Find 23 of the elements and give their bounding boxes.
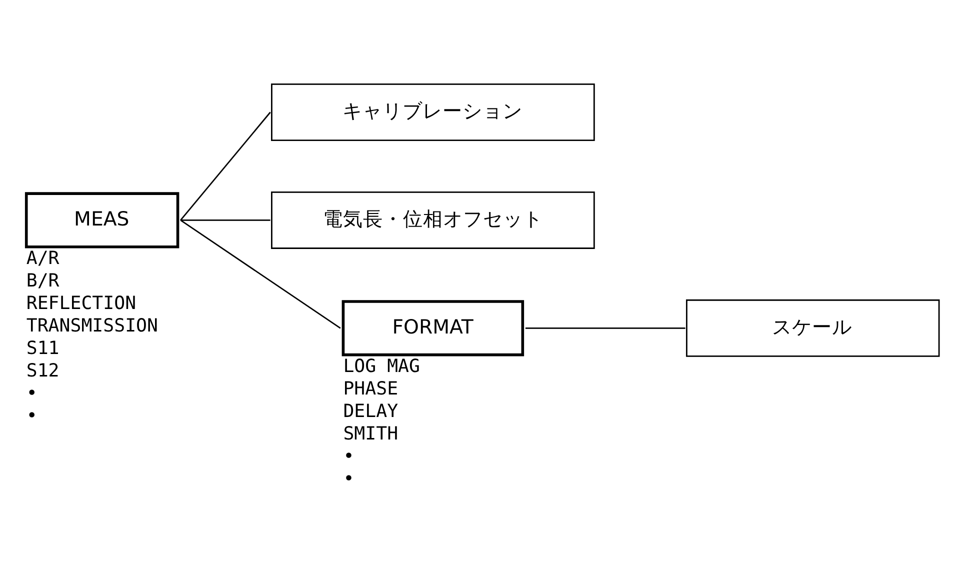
- node-label: •: [26, 405, 38, 426]
- node-box: スケール: [686, 299, 940, 357]
- node-label: TRANSMISSION: [26, 316, 158, 337]
- connector: [180, 220, 341, 329]
- node-label: •: [343, 468, 354, 490]
- node-label: B/R: [26, 270, 60, 292]
- node-box: 電気長・位相オフセット: [271, 191, 595, 249]
- node-box: キャリブレーション: [271, 84, 595, 141]
- node-label: REFLECTION: [26, 293, 136, 314]
- node-box: FORMAT: [342, 300, 524, 356]
- connector: [180, 112, 271, 221]
- node-label: S12: [26, 360, 60, 382]
- node-label: SMITH: [343, 423, 398, 444]
- node-label: A/R: [26, 248, 60, 270]
- connector: [525, 327, 686, 329]
- node-label: S11: [26, 338, 60, 359]
- node-box: MEAS: [24, 192, 180, 248]
- node-label: •: [26, 382, 38, 404]
- node-label: PHASE: [343, 378, 398, 400]
- node-label: •: [343, 446, 354, 467]
- node-label: DELAY: [343, 401, 398, 422]
- node-label: LOG MAG: [343, 356, 420, 378]
- connector: [180, 220, 270, 221]
